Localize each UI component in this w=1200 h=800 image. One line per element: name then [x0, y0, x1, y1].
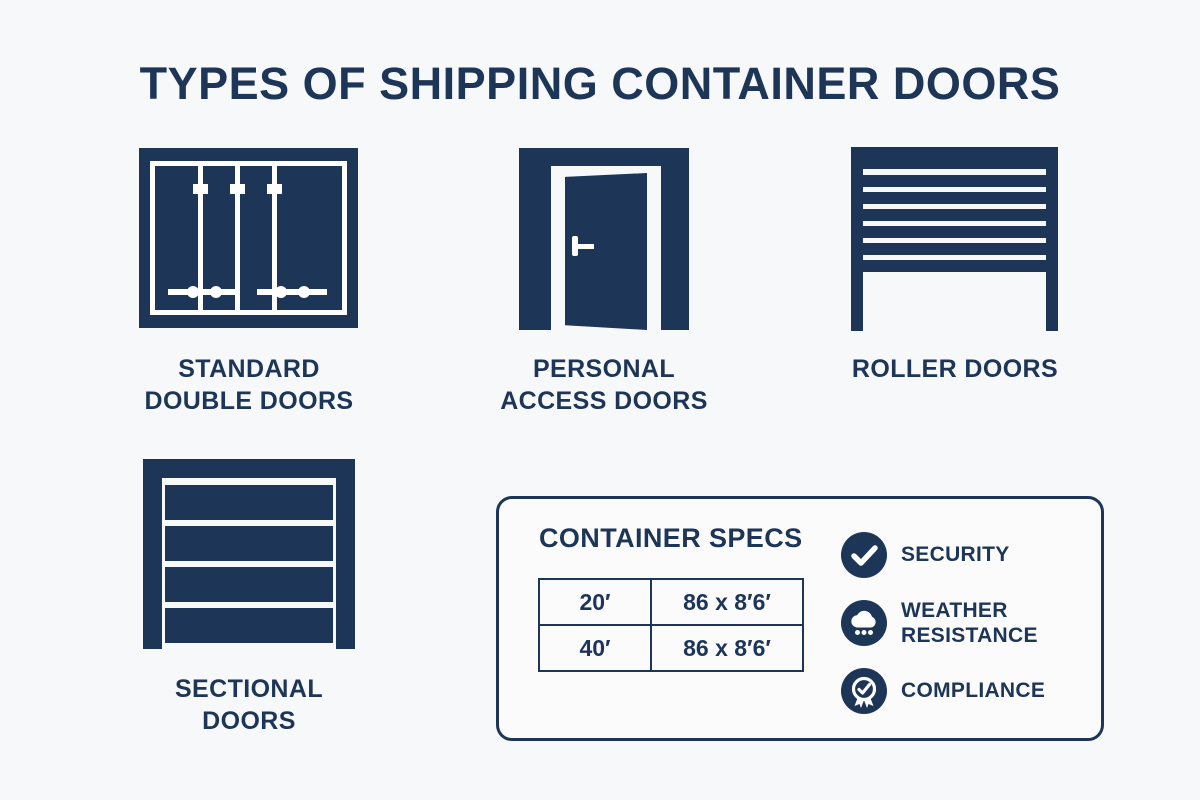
handle-knob: [210, 286, 222, 298]
door-handle-lever: [576, 244, 594, 249]
specs-panel-title: CONTAINER SPECS: [539, 523, 803, 553]
locking-rod: [198, 166, 203, 310]
feature-label-security: SECURITY: [901, 543, 1010, 567]
sectional-panel: [165, 526, 333, 561]
door-handle-plate: [572, 236, 578, 256]
handle-knob: [298, 286, 310, 298]
roller-door-icon: [851, 147, 1058, 331]
roller-slat: [863, 243, 1046, 255]
container-specs-panel: CONTAINER SPECS 20′ 86 x 8′6′ 40′ 86 x 8…: [496, 496, 1104, 741]
rod-bracket: [193, 184, 208, 194]
roller-slat: [863, 260, 1046, 272]
page-title: TYPES OF SHIPPING CONTAINER DOORS: [139, 58, 1061, 109]
badge-check-icon: [841, 668, 887, 714]
rod-bracket: [230, 184, 245, 194]
table-row: 40′ 86 x 8′6′: [538, 624, 804, 672]
door-type-label-roller-doors: ROLLER DOORS: [851, 355, 1059, 383]
cell-dimensions: 86 x 8′6′: [650, 624, 804, 672]
sectional-panel-group: [165, 485, 333, 649]
door-handle-bar: [168, 289, 236, 295]
feature-item-weather-resistance: WEATHER RESISTANCE: [841, 589, 1091, 657]
roller-slat: [863, 192, 1046, 204]
feature-label-compliance: COMPLIANCE: [901, 679, 1046, 703]
sectional-header: [143, 459, 355, 478]
sectional-track-left: [143, 459, 162, 649]
cell-size: 20′: [538, 578, 652, 626]
roller-slat: [863, 175, 1046, 187]
roller-slat: [863, 226, 1046, 238]
roller-housing: [851, 147, 1058, 169]
sectional-panel: [165, 485, 333, 520]
handle-knob: [275, 286, 287, 298]
rain-cloud-icon: [841, 600, 887, 646]
door-type-label-sectional-doors: SECTIONAL DOORS: [174, 675, 324, 735]
roller-slat: [863, 209, 1046, 221]
cell-size: 40′: [538, 624, 652, 672]
feature-list: SECURITY WEATHER RESISTANCE: [841, 521, 1091, 725]
cell-dimensions: 86 x 8′6′: [650, 578, 804, 626]
container-specs-table: 20′ 86 x 8′6′ 40′ 86 x 8′6′: [538, 578, 804, 672]
locking-rod: [235, 166, 240, 310]
door-type-label-personal-access-doors: PERSONAL ACCESS DOORS: [500, 355, 708, 415]
locking-rod: [272, 166, 277, 310]
door-handle-bar: [257, 289, 327, 295]
check-circle-icon: [841, 532, 887, 578]
feature-item-security: SECURITY: [841, 521, 1091, 589]
rod-bracket: [267, 184, 282, 194]
door-frame-top: [519, 148, 689, 166]
feature-item-compliance: COMPLIANCE: [841, 657, 1091, 725]
feature-label-weather-resistance: WEATHER RESISTANCE: [901, 598, 1038, 647]
sectional-panel: [165, 608, 333, 643]
door-frame-right: [661, 148, 689, 330]
door-panel-area: [150, 161, 347, 315]
sectional-door-icon: [143, 459, 355, 649]
roller-guide-rail-right: [1046, 147, 1058, 331]
table-row: 20′ 86 x 8′6′: [538, 578, 804, 626]
handle-knob: [187, 286, 199, 298]
roller-guide-rail-left: [851, 147, 863, 331]
roller-slat-group: [863, 175, 1046, 277]
sectional-track-right: [336, 459, 355, 649]
door-frame-left: [519, 148, 551, 330]
door-leaf: [565, 173, 647, 330]
sectional-panel: [165, 567, 333, 602]
door-type-label-standard-double-doors: STANDARD DOUBLE DOORS: [144, 355, 354, 415]
personal-access-door-icon: [519, 148, 689, 330]
standard-double-doors-icon: [139, 148, 358, 328]
